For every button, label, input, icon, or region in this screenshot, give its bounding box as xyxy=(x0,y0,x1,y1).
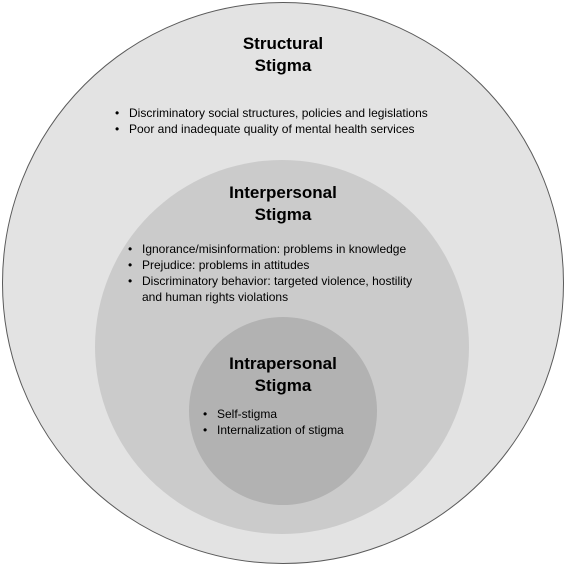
structural-stigma-title: Structural Stigma xyxy=(183,33,383,77)
list-item-text: Discriminatory social structures, polici… xyxy=(129,106,428,120)
structural-title-line1: Structural xyxy=(242,34,324,53)
bullet-icon: • xyxy=(203,407,208,421)
list-item-text: Ignorance/misinformation: problems in kn… xyxy=(142,242,407,256)
bullet-icon: • xyxy=(115,122,120,136)
list-item: • Prejudice: problems in attitudes xyxy=(128,257,428,273)
intrapersonal-title-line2: Stigma xyxy=(254,376,312,395)
list-item: • Internalization of stigma xyxy=(203,422,373,438)
bullet-icon: • xyxy=(128,242,133,256)
interpersonal-stigma-title: Interpersonal Stigma xyxy=(183,182,383,226)
intrapersonal-stigma-list: • Self-stigma • Internalization of stigm… xyxy=(203,406,373,438)
structural-title-line2: Stigma xyxy=(254,56,312,75)
interpersonal-title-line1: Interpersonal xyxy=(229,183,337,202)
bullet-icon: • xyxy=(128,258,133,272)
list-item: • Ignorance/misinformation: problems in … xyxy=(128,241,428,257)
list-item-text: Self-stigma xyxy=(217,407,278,421)
bullet-icon: • xyxy=(128,274,133,288)
bullet-icon: • xyxy=(203,423,208,437)
intrapersonal-stigma-title: Intrapersonal Stigma xyxy=(183,353,383,397)
list-item: • Self-stigma xyxy=(203,406,373,422)
list-item: • Discriminatory behavior: targeted viol… xyxy=(128,273,428,305)
list-item-text: Poor and inadequate quality of mental he… xyxy=(129,122,415,136)
intrapersonal-title-line1: Intrapersonal xyxy=(229,354,337,373)
list-item-text: Internalization of stigma xyxy=(217,423,344,437)
structural-stigma-list: • Discriminatory social structures, poli… xyxy=(115,105,495,137)
list-item-text: Prejudice: problems in attitudes xyxy=(142,258,310,272)
interpersonal-title-line2: Stigma xyxy=(254,205,312,224)
bullet-icon: • xyxy=(115,106,120,120)
interpersonal-stigma-list: • Ignorance/misinformation: problems in … xyxy=(128,241,428,305)
list-item-text: Discriminatory behavior: targeted violen… xyxy=(142,274,413,304)
intrapersonal-stigma-circle xyxy=(189,317,377,505)
list-item: • Discriminatory social structures, poli… xyxy=(115,105,495,121)
list-item: • Poor and inadequate quality of mental … xyxy=(115,121,495,137)
